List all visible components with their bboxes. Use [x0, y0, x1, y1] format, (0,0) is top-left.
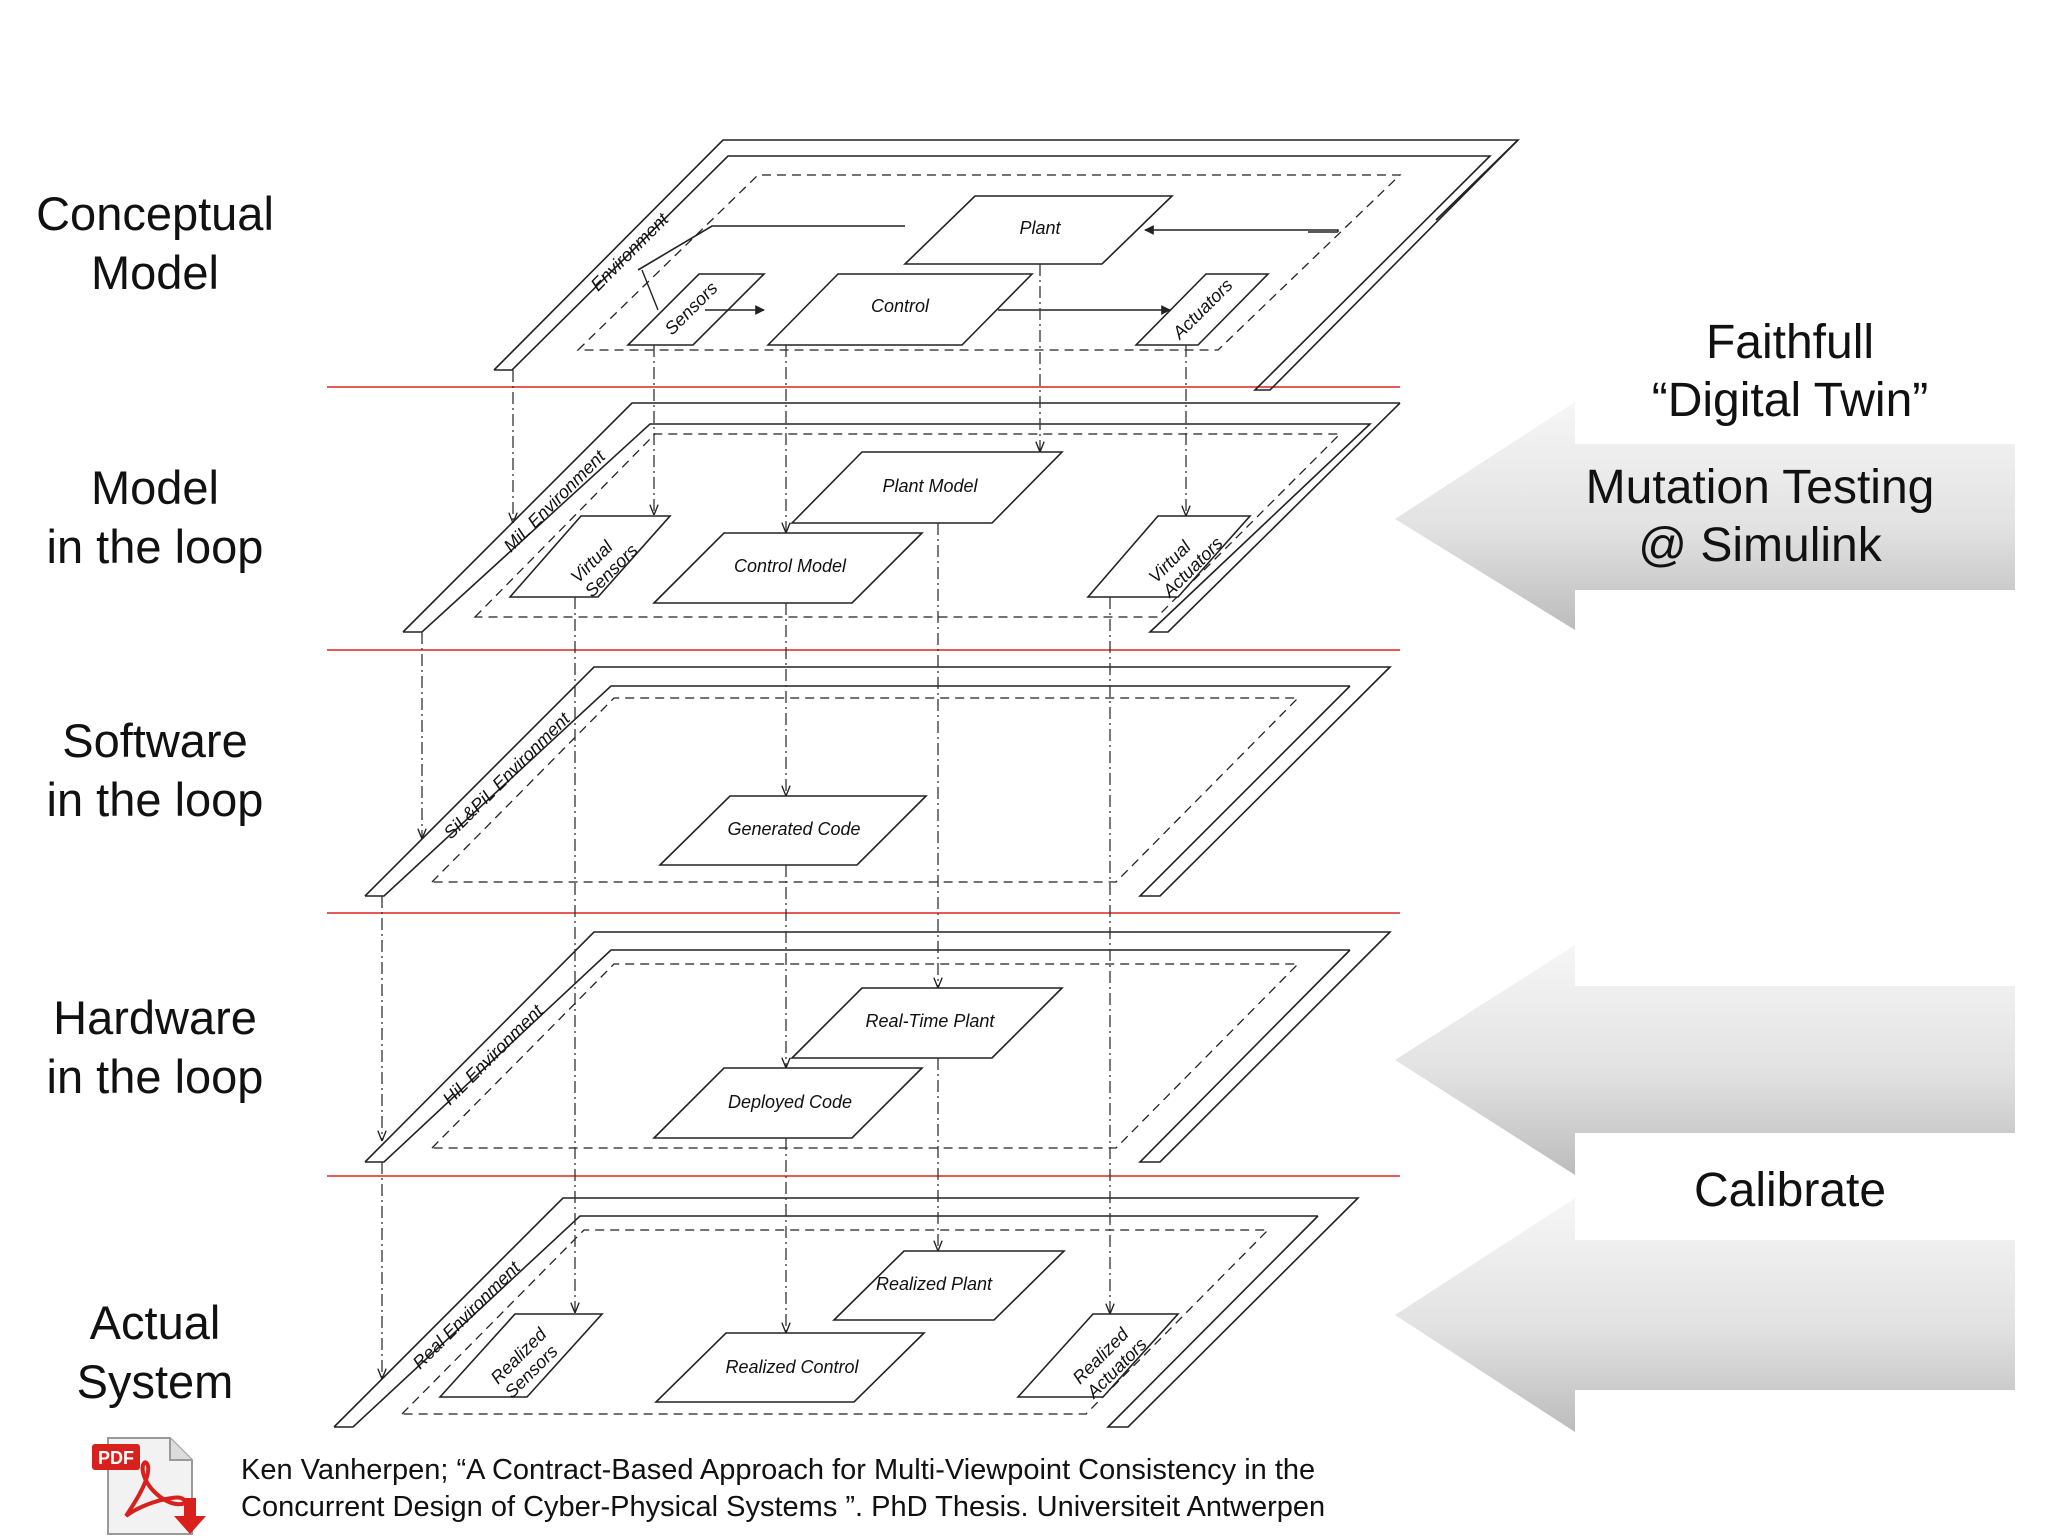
level-label-sil: Software in the loop — [46, 714, 264, 826]
block-label-plant-model: Plant Model — [882, 476, 978, 496]
mutation-testing-text: Mutation Testing @ Simulink — [1585, 461, 1935, 572]
block-realized-sensors — [438, 1313, 604, 1398]
calibrate-arrow-upper — [1395, 945, 2015, 1175]
layer-actual — [333, 1197, 1360, 1428]
block-label-control-model: Control Model — [734, 556, 847, 576]
block-sensors — [626, 273, 766, 346]
block-realized-plant — [832, 1250, 1066, 1321]
layer-conceptual — [493, 139, 1520, 391]
block-label-control: Control — [871, 296, 930, 316]
layer-mil — [402, 402, 1401, 633]
env-label-sil: SiL&PiL Environment — [440, 708, 575, 843]
level-label-actual: Actual System — [76, 1296, 234, 1408]
block-label-generated-code: Generated Code — [727, 819, 860, 839]
pdf-badge-text: PDF — [98, 1448, 134, 1468]
env-label-conceptual: Environment — [587, 209, 673, 295]
block-label-realized-plant: Realized Plant — [876, 1274, 993, 1294]
block-label-realized-control: Realized Control — [725, 1357, 859, 1377]
digital-twin-text: Faithfull “Digital Twin” — [1651, 316, 1929, 427]
block-plant — [903, 195, 1174, 265]
block-label-deployed-code: Deployed Code — [728, 1092, 852, 1112]
block-label-plant: Plant — [1019, 218, 1061, 238]
env-label-hil: HiL Environment — [439, 1000, 548, 1109]
layer-sil — [364, 666, 1392, 897]
layer-hil — [364, 931, 1392, 1163]
block-label-real-time-plant: Real-Time Plant — [866, 1011, 996, 1031]
level-connectors — [382, 264, 1186, 1378]
block-generated-code — [658, 795, 928, 866]
block-plant-model — [790, 451, 1064, 524]
level-separators — [327, 386, 1400, 1177]
level-label-conceptual: Conceptual Model — [36, 187, 274, 299]
citation-text: Ken Vanherpen; “A Contract-Based Approac… — [241, 1454, 1326, 1523]
level-label-hil: Hardware in the loop — [46, 991, 264, 1103]
pdf-icon: PDF — [92, 1437, 206, 1535]
calibrate-arrow-lower — [1395, 1198, 2015, 1432]
block-virtual-sensors — [508, 515, 672, 598]
calibrate-text: Calibrate — [1693, 1164, 1887, 1217]
mutation-arrow — [1395, 402, 2015, 630]
block-actuators — [1134, 273, 1270, 346]
level-label-mil: Model in the loop — [46, 461, 264, 573]
block-realized-actuators — [1016, 1313, 1180, 1398]
block-real-time-plant — [790, 987, 1064, 1059]
block-realized-control — [654, 1332, 926, 1403]
block-control — [766, 273, 1034, 346]
block-virtual-actuators — [1086, 515, 1252, 598]
